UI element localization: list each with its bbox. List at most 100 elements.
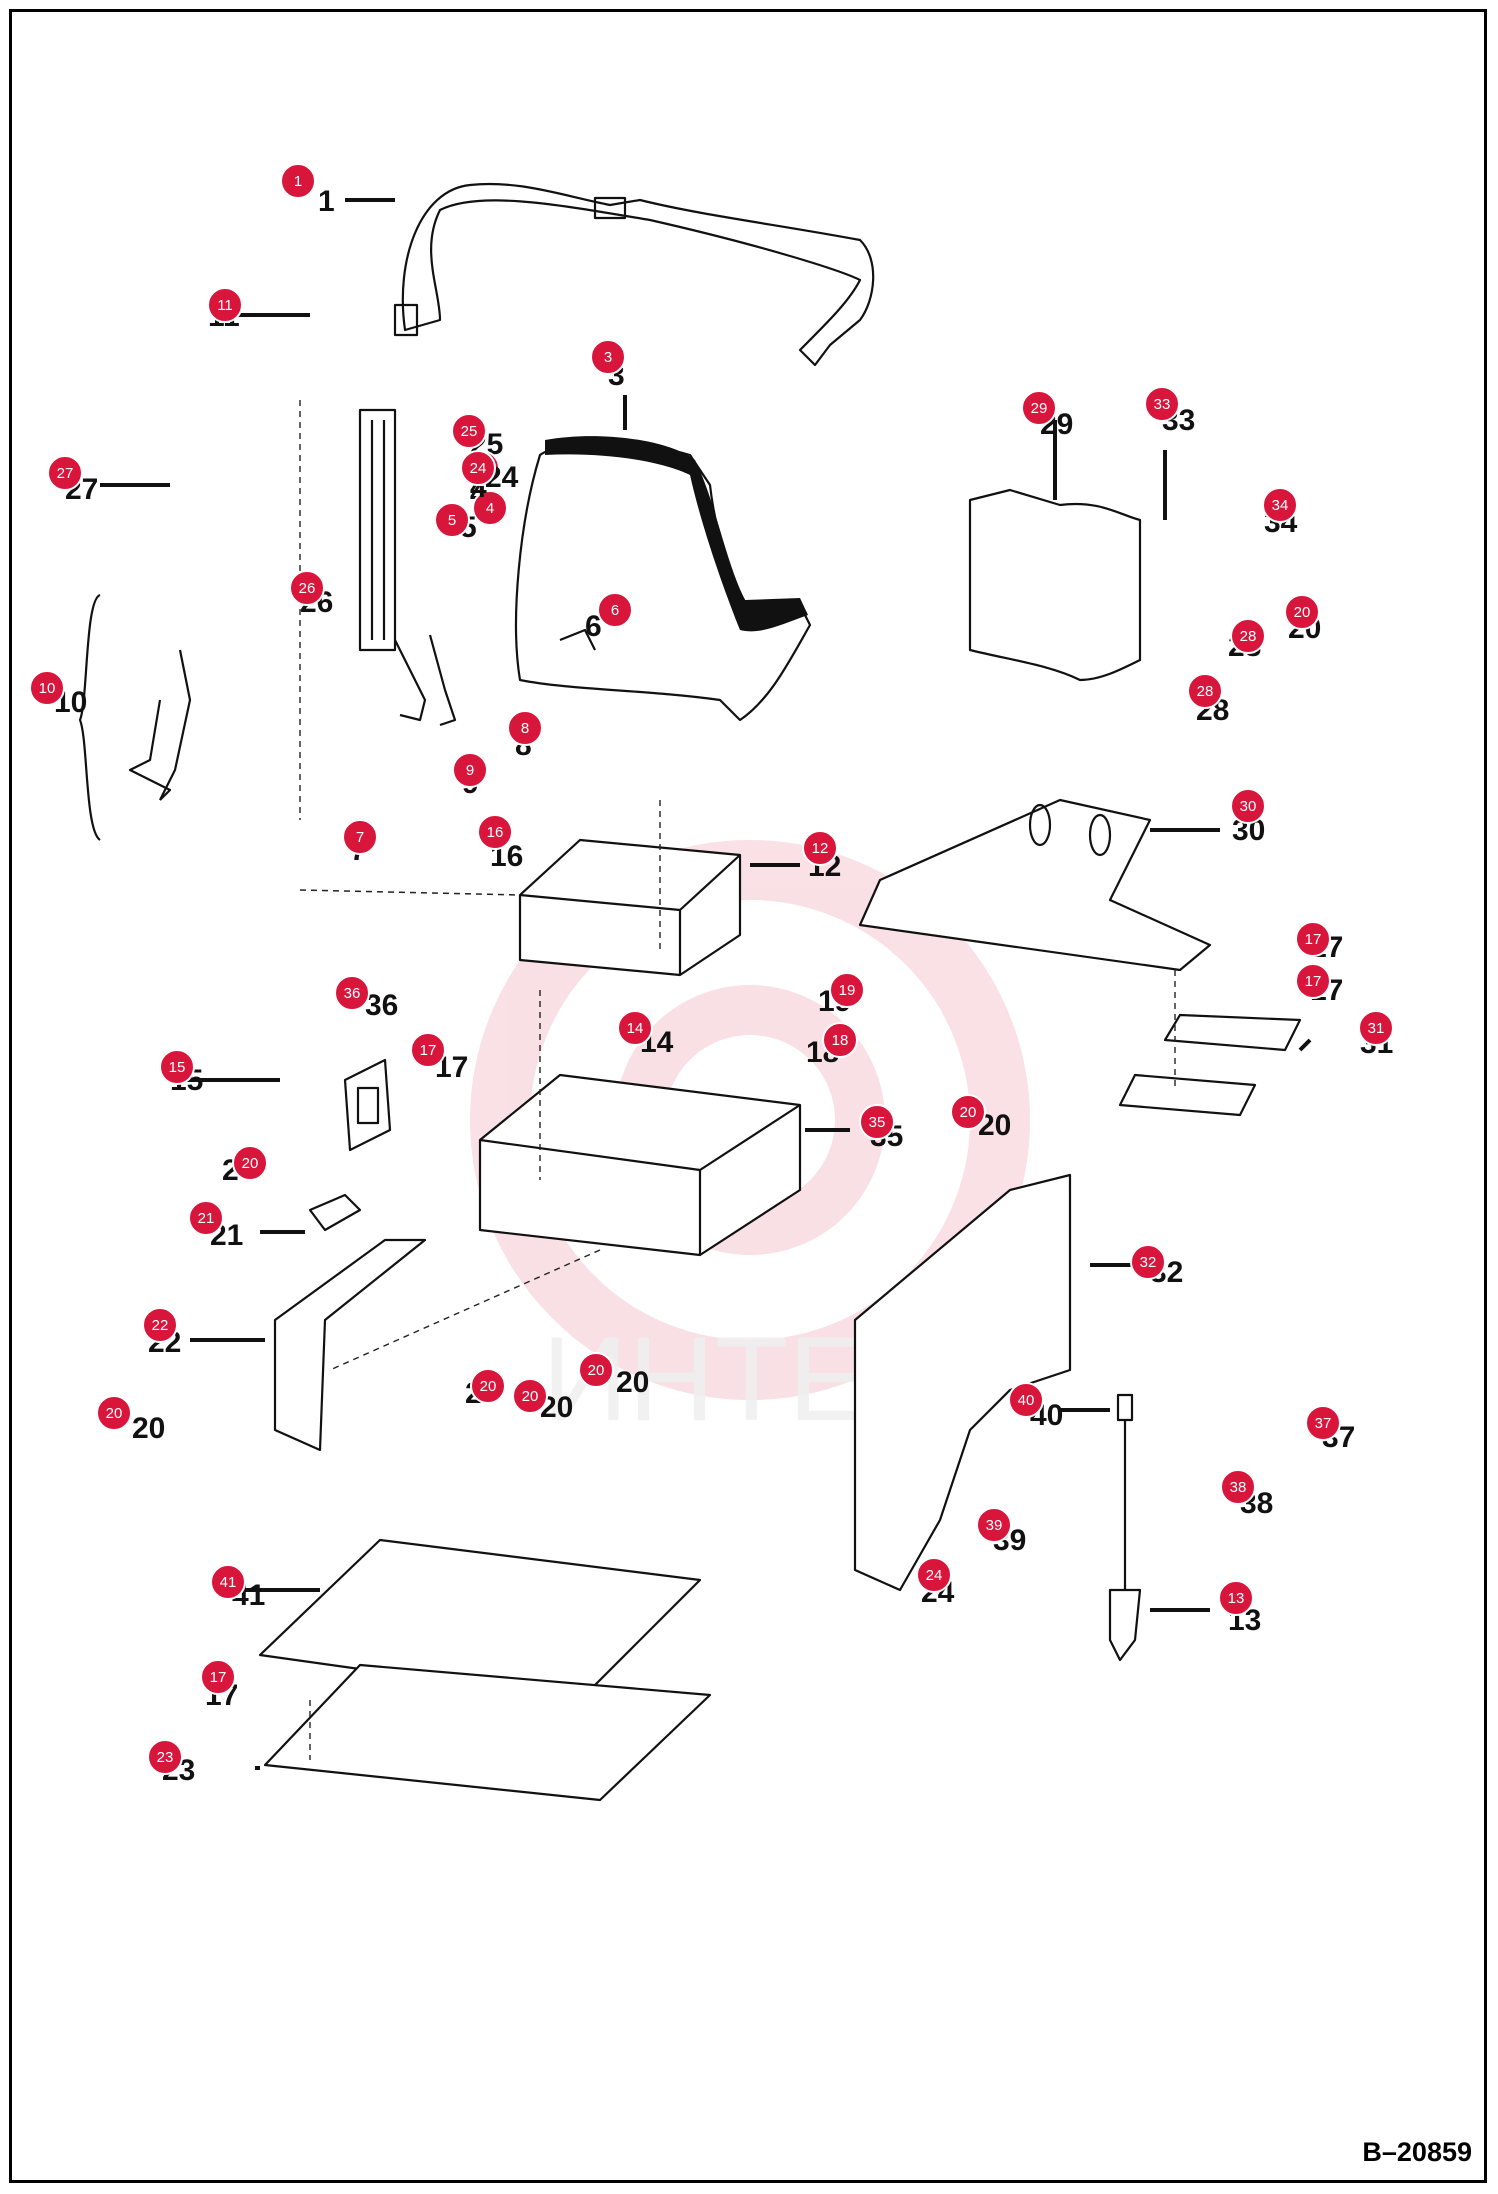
part-41-23-mats — [258, 1538, 712, 1802]
callout-7: 77 — [342, 819, 378, 867]
callout-badge-1 — [280, 163, 316, 199]
drawing-frame — [9, 9, 1487, 2183]
callout-badge-text-10: 10 — [39, 680, 56, 697]
callout-label-20: 20 — [616, 1366, 649, 1399]
callout-badge-text-7: 7 — [356, 829, 364, 846]
callout-label-1: 1 — [318, 185, 335, 218]
callout-badge-text-5: 5 — [448, 512, 456, 529]
callout-badge-16 — [477, 814, 513, 850]
callout-badge-text-33: 33 — [1154, 396, 1171, 413]
callout-badge-39 — [976, 1507, 1012, 1543]
callout-9: 99 — [452, 752, 488, 800]
callout-badge-3 — [590, 339, 626, 375]
callout-badge-text-24: 24 — [926, 1567, 943, 1584]
callout-badge-4 — [472, 490, 508, 526]
callout-26: 2626 — [289, 570, 333, 619]
callout-badge-24 — [916, 1557, 952, 1593]
callout-badge-text-20: 20 — [1294, 604, 1311, 621]
callout-badge-28 — [1230, 618, 1266, 654]
callout-badge-38 — [1220, 1469, 1256, 1505]
callout-label-6: 6 — [585, 610, 602, 643]
callout-badge-text-8: 8 — [521, 720, 529, 737]
callout-8: 88 — [507, 710, 543, 762]
callout-badge-8 — [507, 710, 543, 746]
callout-badge-26 — [289, 570, 325, 606]
callout-11: 1111 — [207, 287, 243, 333]
callout-badge-20 — [232, 1145, 268, 1181]
callout-layer: 1133445566778899101011111212131314141515… — [29, 163, 1394, 1787]
callout-badge-text-20: 20 — [106, 1405, 123, 1422]
callout-badge-text-20: 20 — [480, 1378, 497, 1395]
part-seat-track — [358, 408, 397, 652]
callout-badge-19 — [829, 972, 865, 1008]
part-29-cover — [968, 488, 1142, 682]
callout-19: 1919 — [818, 972, 865, 1018]
callout-badge-text-36: 36 — [344, 985, 361, 1002]
callout-badge-10 — [29, 670, 65, 706]
callout-badge-text-17: 17 — [210, 1669, 227, 1686]
callout-badge-text-4: 4 — [486, 500, 494, 517]
callout-badge-text-12: 12 — [812, 840, 829, 857]
callout-badge-41 — [210, 1564, 246, 1600]
leader-lines — [100, 198, 1312, 1770]
callout-badge-34 — [1262, 487, 1298, 523]
callout-badge-text-17: 17 — [1305, 973, 1322, 990]
callout-badge-text-1: 1 — [294, 173, 302, 190]
callout-15: 1515 — [159, 1049, 203, 1097]
callout-badge-20 — [950, 1094, 986, 1130]
callout-badge-20 — [578, 1352, 614, 1388]
callout-badge-text-20: 20 — [588, 1362, 605, 1379]
part-32-panel — [853, 1173, 1072, 1592]
callout-badge-text-15: 15 — [169, 1059, 186, 1076]
callout-badge-text-23: 23 — [157, 1749, 174, 1766]
callout-badge-text-28: 28 — [1197, 683, 1214, 700]
part-seat-adjuster — [78, 593, 457, 841]
callout-badge-text-21: 21 — [198, 1210, 215, 1227]
callout-badge-text-28: 28 — [1240, 628, 1257, 645]
callout-badge-27 — [47, 455, 83, 491]
callout-badge-5 — [434, 502, 470, 538]
callout-badge-text-17: 17 — [420, 1042, 437, 1059]
callout-badge-7 — [342, 819, 378, 855]
callout-badge-text-37: 37 — [1315, 1415, 1332, 1432]
callout-badge-35 — [859, 1104, 895, 1140]
callout-label-36: 36 — [365, 989, 398, 1022]
callout-badge-28 — [1187, 673, 1223, 709]
callout-badge-text-41: 41 — [220, 1574, 237, 1591]
part-12-box — [518, 838, 742, 977]
callout-badge-20 — [470, 1368, 506, 1404]
callout-35: 3535 — [859, 1104, 903, 1153]
callout-badge-11 — [207, 287, 243, 323]
callout-badge-text-11: 11 — [217, 297, 233, 314]
callout-badge-text-13: 13 — [1228, 1590, 1245, 1607]
callout-badge-text-20: 20 — [522, 1388, 539, 1405]
callout-badge-text-35: 35 — [869, 1114, 886, 1131]
callout-badge-17 — [1295, 963, 1331, 999]
callout-badge-text-30: 30 — [1240, 798, 1257, 815]
callout-badge-text-18: 18 — [832, 1032, 849, 1049]
callout-badge-text-27: 27 — [57, 465, 74, 482]
callout-badge-text-6: 6 — [611, 602, 619, 619]
callout-badge-text-22: 22 — [152, 1317, 169, 1334]
callout-badge-text-19: 19 — [839, 982, 856, 999]
callout-badge-9 — [452, 752, 488, 788]
